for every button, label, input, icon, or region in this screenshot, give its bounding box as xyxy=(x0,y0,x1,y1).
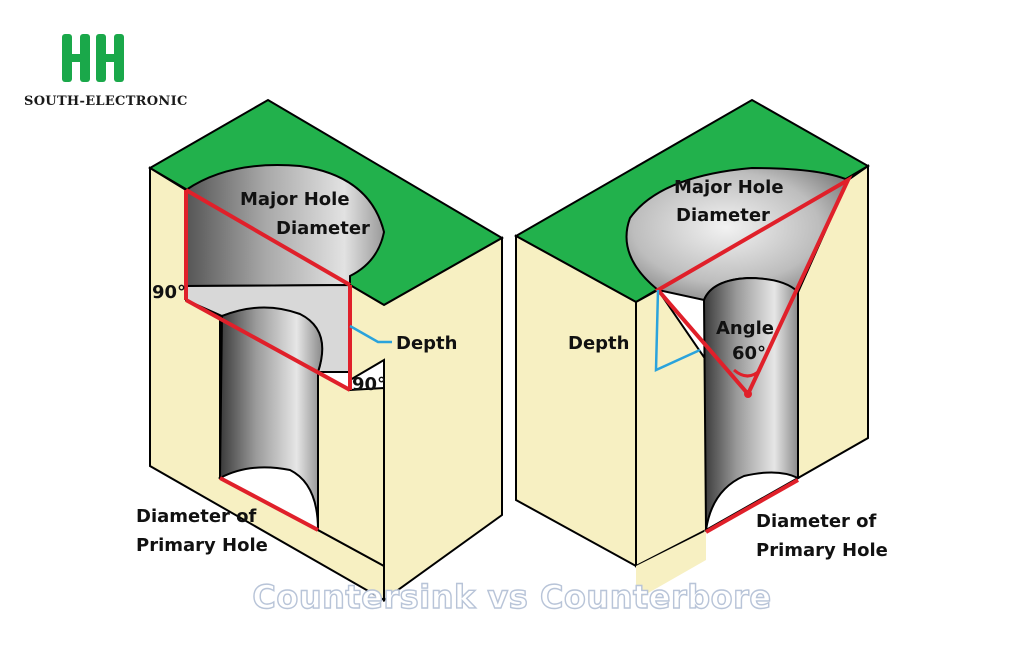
counterbore-hole-opening xyxy=(217,466,320,532)
counterbore-angle-bottom-label: 90° xyxy=(352,374,386,395)
counterbore-major-diameter-line xyxy=(184,188,352,287)
countersink-depth-label: Depth xyxy=(568,333,629,354)
counterbore-primary-label-2: Primary Hole xyxy=(136,535,268,556)
brand-name: SOUTH-ELECTRONIC xyxy=(24,94,188,109)
counterbore-depth-leader xyxy=(349,324,392,344)
countersink-major-label-2: Diameter xyxy=(676,205,770,226)
counterbore-block: Major Hole Diameter 90° 90° Depth Diamet… xyxy=(136,98,504,602)
countersink-angle-label-2: 60° xyxy=(732,343,766,364)
countersink-block: Major Hole Diameter Angle 60° Depth Diam… xyxy=(513,98,888,600)
countersink-primary-label-1: Diameter of xyxy=(756,511,877,532)
countersink-primary-diameter-line xyxy=(705,478,799,534)
counterbore-major-label-2: Diameter xyxy=(276,218,370,239)
countersink-major-label-1: Major Hole xyxy=(674,177,784,198)
counterbore-bore-wall xyxy=(185,164,386,288)
countersink-depth-bracket xyxy=(654,289,701,372)
countersink-hole-opening xyxy=(704,471,801,532)
counterbore-depth-label: Depth xyxy=(396,333,457,354)
hh-logo-icon xyxy=(62,34,124,82)
countersink-apex-dot xyxy=(744,390,752,398)
countersink-primary-label-2: Primary Hole xyxy=(756,540,888,561)
counterbore-major-label-1: Major Hole xyxy=(240,189,350,210)
counterbore-floor-line xyxy=(185,298,351,392)
counterbore-primary-diameter-line xyxy=(219,476,319,532)
countersink-angle-arc xyxy=(733,368,762,378)
counterbore-angle-top-label: 90° xyxy=(152,282,186,303)
countersink-angle-triangle xyxy=(654,175,853,398)
countersink-angle-label-1: Angle xyxy=(716,318,774,339)
diagram-title: Countersink vs Counterbore xyxy=(252,577,772,616)
counterbore-primary-label-1: Diameter of xyxy=(136,506,257,527)
